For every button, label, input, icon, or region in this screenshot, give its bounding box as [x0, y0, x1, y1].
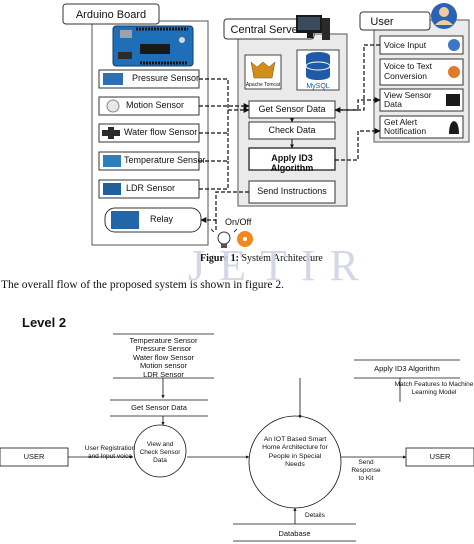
sensor-label-temperature: Temperature Sensor — [124, 155, 206, 165]
figure1-caption-label: Figure 1: — [200, 253, 239, 264]
user-item-alert — [379, 115, 464, 139]
level2-view-check: View and Check Sensor Data — [139, 441, 181, 464]
step-label-get-sensor-data: Get Sensor Data — [258, 104, 326, 114]
level2-details: Details — [305, 512, 325, 519]
level2-sensor-pressure: Pressure Sensor — [135, 344, 192, 354]
mysql-label: MySQL — [306, 83, 329, 90]
level2-apply-id3: Apply ID3 Algorithm — [374, 364, 440, 373]
figure1-connectors — [199, 44, 381, 232]
level2-user-left: USER — [23, 452, 45, 461]
level2-sensor-motion: Motion sensor — [139, 361, 188, 371]
chart-icon — [446, 94, 460, 106]
ldr-sensor-icon — [103, 183, 121, 195]
tomcat-label: Apache Tomcat — [246, 82, 281, 88]
bell-icon — [449, 121, 459, 134]
step-label-send-instructions: Send Instructions — [257, 186, 327, 196]
level2-main-process: An IOT Based Smart Home Architecture for… — [262, 436, 328, 469]
arduino-title-box — [62, 3, 160, 25]
level2-user-registration: User Registration and Input voice — [84, 445, 136, 460]
relay-icon — [111, 211, 139, 229]
pressure-sensor-icon — [103, 73, 123, 85]
temperature-sensor-icon — [103, 155, 121, 167]
microphone-icon — [448, 39, 460, 51]
server-title: Central Server — [231, 24, 302, 36]
level2-sensor-waterflow: Water flow Sensor — [133, 352, 194, 362]
conversion-icon — [448, 66, 460, 78]
bulb-icon — [210, 228, 238, 248]
body-text: The overall flow of the proposed system … — [1, 279, 284, 291]
step-label-check-data: Check Data — [268, 125, 316, 135]
relay-label: Relay — [150, 214, 174, 224]
user-label-view-sensor-data: View Sensor Data — [384, 90, 432, 109]
level2-user-right: USER — [429, 452, 451, 461]
watermark: JETIR — [188, 241, 373, 290]
level2-database: Database — [278, 529, 311, 538]
tomcat-icon — [250, 61, 276, 79]
sensor-label-ldr: LDR Sensor — [126, 183, 176, 193]
user-title: User — [370, 16, 394, 28]
sensor-label-pressure: Pressure Sensor — [132, 73, 200, 83]
sensor-label-waterflow: Water flow Sensor — [124, 127, 198, 137]
sensor-label-motion: Motion Sensor — [126, 100, 185, 110]
user-label-voice-input: Voice Input — [384, 40, 427, 50]
waterflow-sensor-icon — [102, 127, 120, 139]
user-avatar-icon — [431, 3, 457, 29]
step-label-apply-id3: Apply ID3 Algorithm — [270, 153, 314, 173]
fan-icon — [237, 231, 253, 247]
user-label-voice-to-text: Voice to Text Conversion — [384, 61, 433, 81]
sensor-list — [98, 69, 200, 199]
figure1-caption-text: System Architecture — [241, 253, 323, 264]
level2-match-features: Match Features to Machine Learning Model — [394, 381, 474, 396]
computer-icon — [296, 15, 330, 40]
level2-sensor-ldr: LDR Sensor — [143, 369, 184, 379]
level2-sensor-list: Temperature Sensor Pressure Sensor Water… — [113, 336, 214, 379]
arduino-board-icon — [112, 25, 194, 67]
user-title-box — [359, 11, 431, 31]
onoff-label: On/Off — [225, 217, 252, 227]
level2-heading: Level 2 — [22, 315, 67, 330]
level2-get-sensor-data: Get Sensor Data — [131, 403, 187, 412]
level2-send-response: Send Response to Kit — [351, 459, 381, 482]
figure1-caption: Figure 1: System Architecture — [200, 253, 323, 264]
motion-sensor-icon — [106, 99, 120, 113]
user-label-alert: Get Alert Notification — [384, 117, 427, 136]
arduino-title: Arduino Board — [76, 9, 146, 21]
level2-diagram — [0, 333, 474, 542]
database-icon — [305, 52, 331, 80]
level2-sensor-temperature: Temperature Sensor — [129, 336, 198, 345]
